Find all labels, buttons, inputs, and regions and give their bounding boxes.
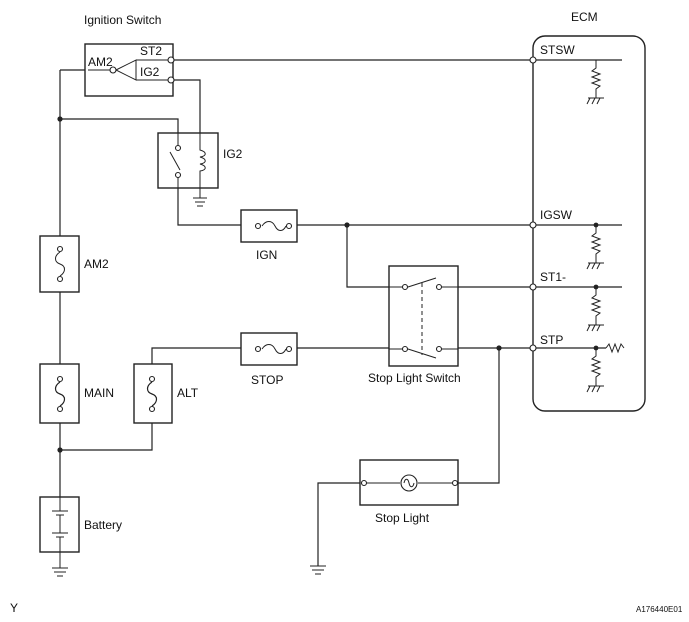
wire-ig2-relay [174,79,201,133]
ig2-relay-coil [199,133,206,198]
ign-fuse-element [261,221,287,231]
ecm-st1-resistor [586,287,604,332]
stop-light-term-b [451,479,459,487]
stop-fuse-term-a [254,345,262,353]
battery-ground [52,552,68,577]
sls-term-3 [401,345,409,353]
ecm-st1-terminal [529,283,537,291]
ignition-switch-contacts [88,59,168,81]
alt-fuse-label: ALT [177,386,199,400]
stop-light-ground [310,565,326,575]
wire-stop-light [317,348,500,566]
main-fuse-term-b [56,405,64,413]
stop-fuse-term-b [285,345,293,353]
ign-fuse-term-b [285,222,293,230]
ecm-box [532,35,646,412]
corner-left-mark: Y [10,601,18,615]
am2-fuse-element [55,251,65,277]
sls-term-1 [401,283,409,291]
ecm-stp-resistor [586,348,604,393]
stop-fuse-element [261,344,287,354]
ecm-stp-series-resistor [605,342,625,354]
stop-light-filament [403,478,415,488]
wire-ign [177,188,533,226]
stop-light-switch-box [388,265,459,367]
ign-fuse-term-a [254,222,262,230]
main-fuse-label: MAIN [84,386,114,400]
stop-light-switch-label: Stop Light Switch [368,371,461,385]
ignition-am2-terminal-label: AM2 [88,55,113,69]
ignition-st2-terminal-label: ST2 [140,44,162,58]
alt-fuse-element [146,381,158,407]
wire-junction-relay [60,118,179,133]
am2-fuse-term-a [56,245,64,253]
stop-light-term-a [360,479,368,487]
ig2-relay-ground [193,197,207,207]
sls-contacts [389,277,458,359]
ecm-stsw-label: STSW [540,43,575,57]
ecm-stp-label: STP [540,333,563,347]
am2-fuse-term-b [56,275,64,283]
wire-alt-junction [60,423,153,451]
ignition-switch-pivot [109,66,117,74]
ecm-stsw-terminal [529,56,537,64]
alt-fuse-box [133,363,173,424]
ig2-relay-label: IG2 [223,147,243,161]
sls-term-4 [435,345,443,353]
ecm-stp-terminal [529,344,537,352]
ecm-internal-lines [536,59,622,349]
main-fuse-term-a [56,375,64,383]
alt-fuse-term-a [148,375,156,383]
main-fuse-element [54,381,66,407]
ig2-relay-term-b [174,171,182,179]
am2-fuse-label: AM2 [84,257,109,271]
ignition-ig2-terminal-label: IG2 [140,65,160,79]
ignition-ig2-terminal [167,76,175,84]
battery-cells [52,497,68,552]
ignition-switch-label: Ignition Switch [84,13,161,27]
stop-fuse-label: STOP [251,373,283,387]
ecm-igsw-label: IGSW [540,208,573,222]
ecm-st1-label: ST1- [540,270,566,284]
ign-fuse-label: IGN [256,248,277,262]
stop-light-label: Stop Light [375,511,430,525]
ig2-relay-term-a [174,144,182,152]
ecm-igsw-resistor [586,225,604,270]
battery-label: Battery [84,518,122,532]
ecm-stsw-resistor [586,60,604,105]
wire-left-main [59,69,85,497]
wire-stop [151,347,533,364]
ecm-label: ECM [571,10,598,24]
ecm-igsw-terminal [529,221,537,229]
ignition-st2-terminal [167,56,175,64]
figure-code: A176440E01 [636,605,683,614]
ig2-relay-box [157,132,219,189]
stop-fuse-box [240,332,298,366]
alt-fuse-term-b [148,405,156,413]
sls-term-2 [435,283,443,291]
wire-st1 [346,225,533,288]
